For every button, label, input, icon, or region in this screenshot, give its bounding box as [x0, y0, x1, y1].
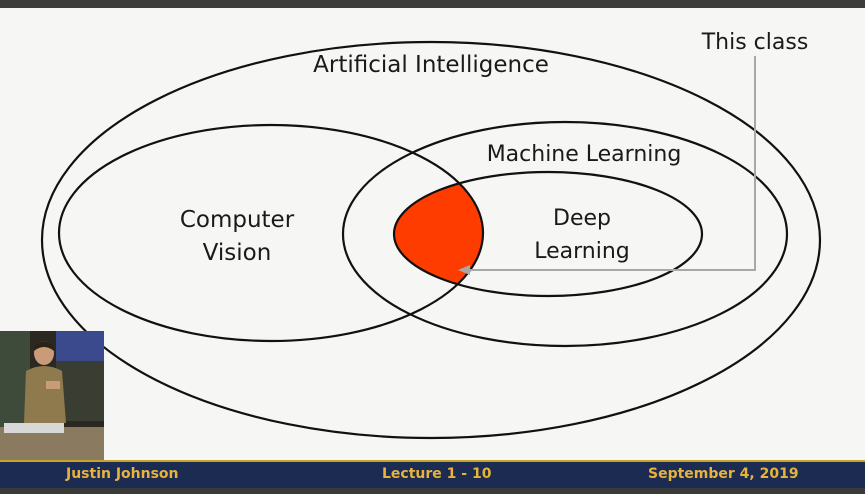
computer-vision-label-line2: Vision — [203, 240, 272, 266]
artificial-intelligence-label: Artificial Intelligence — [313, 52, 549, 78]
footer-lecture-number: Lecture 1 - 10 — [382, 466, 492, 482]
this-class-label: This class — [701, 30, 809, 55]
footer-date: September 4, 2019 — [648, 466, 799, 482]
this-class-highlight — [394, 172, 483, 296]
venn-diagram: Artificial Intelligence Machine Learning… — [40, 30, 822, 440]
machine-learning-label: Machine Learning — [487, 142, 682, 167]
computer-vision-ellipse — [57, 123, 485, 343]
deep-learning-label-line2: Learning — [534, 239, 630, 264]
artificial-intelligence-ellipse — [40, 40, 822, 440]
lecture-slide: Artificial Intelligence Machine Learning… — [0, 8, 865, 460]
this-class-region — [394, 172, 483, 296]
background-screen-icon — [56, 331, 104, 361]
computer-vision-label-line1: Computer — [180, 207, 295, 233]
this-class-arrow-line — [462, 56, 756, 271]
presenter-webcam — [0, 331, 104, 460]
footer-presenter: Justin Johnson — [66, 466, 179, 482]
deep-learning-ellipse — [392, 170, 704, 298]
presenter-body-icon — [24, 366, 66, 423]
slide-footer: Justin Johnson Lecture 1 - 10 September … — [0, 460, 865, 488]
arrow-head-icon — [458, 265, 470, 275]
deep-learning-label-line1: Deep — [553, 206, 611, 231]
machine-learning-ellipse — [341, 120, 789, 348]
video-bottom-border — [0, 488, 865, 494]
